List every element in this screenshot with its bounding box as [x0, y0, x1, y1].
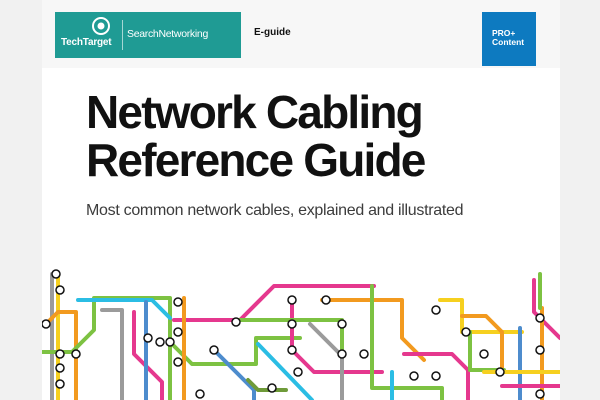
title-line-2: Reference Guide: [86, 134, 426, 186]
cable-network-illustration: [42, 269, 560, 400]
cover-subtitle: Most common network cables, explained an…: [86, 202, 464, 219]
title-line-1: Network Cabling: [86, 86, 424, 138]
cover-header: TechTarget SearchNetworking E-guide PRO+…: [42, 0, 560, 68]
document-type-label: E-guide: [254, 27, 291, 38]
cover-title: Network Cabling Reference Guide: [86, 86, 426, 186]
logo-divider: [122, 20, 123, 50]
badge-line-2: Content: [492, 37, 525, 47]
techtarget-logo[interactable]: TechTarget SearchNetworking: [55, 12, 241, 58]
brand-name: TechTarget: [61, 37, 112, 48]
badge-line-1: PRO+: [492, 28, 516, 38]
e-guide-cover: TechTarget SearchNetworking E-guide PRO+…: [42, 0, 560, 400]
eye-logo-icon: [92, 17, 110, 35]
site-name: SearchNetworking: [127, 28, 208, 40]
pro-content-badge: PRO+ Content: [482, 12, 536, 66]
